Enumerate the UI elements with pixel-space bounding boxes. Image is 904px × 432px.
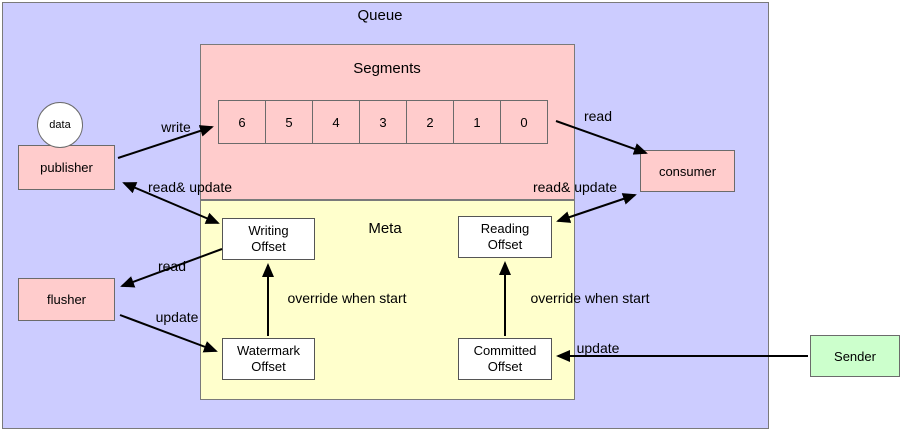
segment-cell: 5 (265, 100, 313, 144)
segment-cells: 6 5 4 3 2 1 0 (218, 100, 548, 144)
segment-cell: 3 (359, 100, 407, 144)
flusher-node: flusher (18, 278, 115, 321)
queue-title: Queue (357, 7, 403, 24)
edge-label-read-update-right: read& update (532, 179, 618, 195)
publisher-node: publisher (18, 145, 115, 190)
data-circle: data (37, 102, 83, 148)
segment-cell: 0 (500, 100, 548, 144)
edge-label-read-update-left: read& update (147, 179, 233, 195)
segment-cell: 6 (218, 100, 266, 144)
segments-title: Segments (353, 60, 421, 77)
watermark-offset-box: Watermark Offset (222, 338, 315, 380)
segment-cell: 1 (453, 100, 501, 144)
edge-label-override-left: override when start (287, 290, 407, 306)
edge-label-update-committed: update (576, 340, 620, 356)
sender-node: Sender (810, 335, 900, 377)
reading-offset-box: Reading Offset (458, 216, 552, 258)
committed-offset-box: Committed Offset (458, 338, 552, 380)
consumer-node: consumer (640, 150, 735, 192)
writing-offset-box: Writing Offset (222, 218, 315, 260)
meta-title: Meta (368, 220, 402, 237)
edge-label-update-watermark: update (155, 309, 199, 325)
segment-cell: 4 (312, 100, 360, 144)
edge-label-read-flusher: read (157, 258, 187, 274)
edge-label-read-consumer: read (583, 108, 613, 124)
edge-label-write: write (161, 119, 191, 135)
edge-label-override-right: override when start (530, 290, 650, 306)
segment-cell: 2 (406, 100, 454, 144)
